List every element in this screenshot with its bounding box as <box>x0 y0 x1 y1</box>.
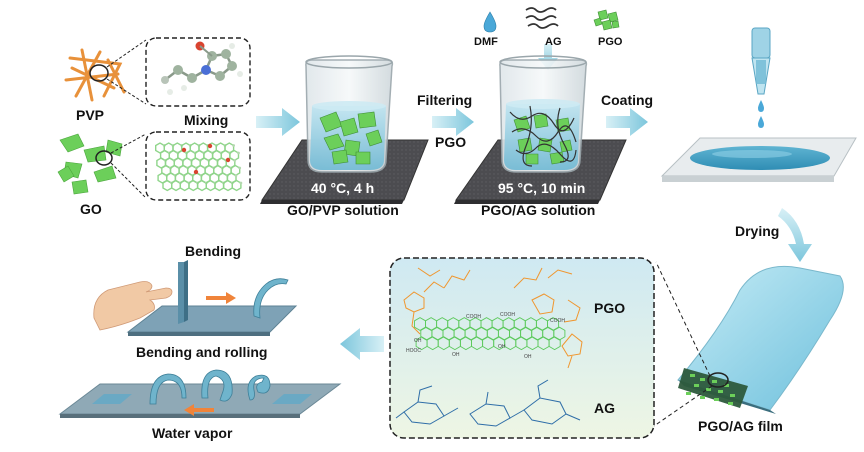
pipette <box>751 27 771 128</box>
pvp-zoom-circle <box>89 64 109 82</box>
mixing-arrow <box>256 108 300 136</box>
hand-icon <box>93 281 173 331</box>
chem-text-cooh: COOH COOH COOH HOOC OH OH OH OH <box>406 312 565 360</box>
beaker-2-caption: PGO/AG solution <box>481 202 596 218</box>
pgo-arrow-label: PGO <box>435 134 467 150</box>
coating-arrow <box>606 108 648 136</box>
go-zoom-line <box>110 162 147 199</box>
hotplate-1-shade <box>260 200 404 204</box>
svg-text:OH: OH <box>452 352 460 358</box>
chemical-structure-panel <box>389 257 655 439</box>
pgo-structure-label: PGO <box>594 300 626 316</box>
beaker-1 <box>261 55 429 201</box>
pvp-zoom-line <box>106 78 147 105</box>
drying-arrow <box>778 208 812 262</box>
go-zoom-line <box>110 133 147 154</box>
svg-text:COOH: COOH <box>500 312 515 318</box>
mixing-label: Mixing <box>184 112 229 128</box>
go-lattice <box>155 142 243 192</box>
film-label: PGO/AG film <box>698 418 783 434</box>
go-flakes <box>57 133 123 195</box>
bend-direction-arrow <box>206 292 236 304</box>
drying-label: Drying <box>735 223 780 239</box>
coating-label: Coating <box>601 92 654 108</box>
svg-text:COOH: COOH <box>466 314 481 320</box>
bending-actuator <box>126 260 298 336</box>
bending-label: Bending <box>185 243 241 259</box>
ag-top-label: AG <box>545 36 562 48</box>
water-vapor-label: Water vapor <box>152 425 233 441</box>
pgo-ag-film <box>677 265 844 414</box>
vapor-pad-left <box>92 394 132 404</box>
film-zoom-line <box>655 261 711 377</box>
ag-structure-label: AG <box>594 400 615 416</box>
go-zoom-circle <box>95 150 113 166</box>
svg-text:COOH: COOH <box>550 318 565 324</box>
pvp-label: PVP <box>76 107 105 123</box>
beaker-2-condition: 95 °C, 10 min <box>498 180 586 196</box>
filtering-arrow <box>432 108 474 136</box>
hotplate-2-shade <box>454 200 600 204</box>
pgo-flakes-icon <box>593 9 620 31</box>
film-zoom-line <box>653 385 713 427</box>
rolling-films <box>149 369 271 405</box>
svg-text:OH: OH <box>524 354 532 360</box>
bending-rolling-label: Bending and rolling <box>136 344 268 360</box>
dmf-drop-icon <box>483 11 497 33</box>
pgo-top-label: PGO <box>598 36 623 48</box>
rolling-platform <box>58 383 342 418</box>
pgo-lower-chain <box>561 333 583 369</box>
pvp-zoom-line <box>106 39 147 68</box>
dmf-label: DMF <box>474 36 498 48</box>
film-zoom-circle <box>707 372 729 388</box>
vapor-direction-arrow <box>184 404 214 416</box>
svg-text:OH: OH <box>414 338 422 344</box>
pvp-molecule <box>161 41 243 95</box>
to-actuator-arrow <box>340 328 384 360</box>
coating-substrate <box>660 137 857 182</box>
pvp-side-chains <box>403 267 581 335</box>
go-label: GO <box>80 201 102 217</box>
beaker-2 <box>455 55 627 201</box>
pgo-structure <box>414 317 566 351</box>
pvp-fibers <box>64 48 126 102</box>
svg-text:HOOC: HOOC <box>406 348 421 354</box>
beaker-1-caption: GO/PVP solution <box>287 202 399 218</box>
vapor-pad-right <box>272 394 312 404</box>
beaker-1-condition: 40 °C, 4 h <box>311 180 375 196</box>
ag-structure <box>395 379 581 427</box>
ag-chains-icon <box>525 7 559 29</box>
filtering-label: Filtering <box>417 92 473 108</box>
svg-text:OH: OH <box>498 344 506 350</box>
